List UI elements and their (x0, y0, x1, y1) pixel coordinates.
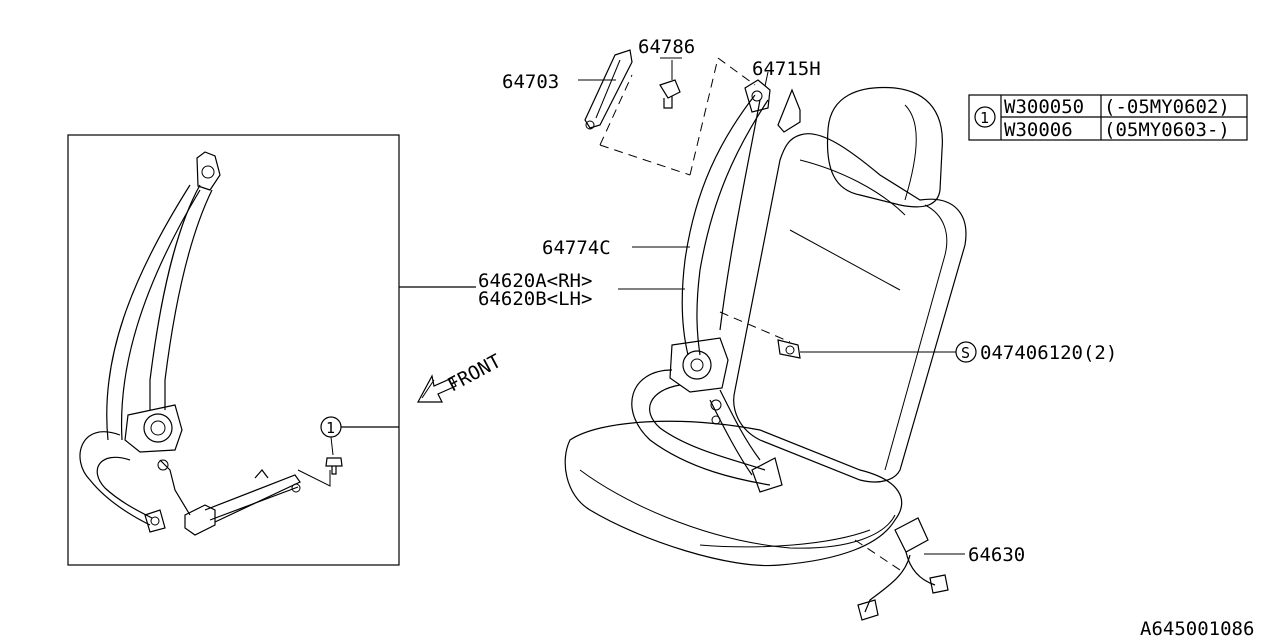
label-047406120: 047406120(2) (980, 342, 1117, 364)
seat-drawing (564, 79, 967, 621)
table-row-1-part: W300050 (1004, 96, 1084, 118)
front-arrow-icon (416, 374, 457, 403)
label-64786: 64786 (638, 36, 695, 58)
diagram-id: A645001086 (1140, 618, 1254, 640)
reference-table: 1 W300050 (-05MY0602) W30006 (05MY0603-) (968, 94, 1248, 141)
table-key: 1 (980, 109, 989, 127)
s-marker (955, 341, 977, 363)
upper-bracket-group (584, 49, 681, 130)
label-64620b: 64620B<LH> (478, 288, 592, 310)
table-row-1-range: (-05MY0602) (1104, 96, 1230, 118)
label-64630: 64630 (968, 544, 1025, 566)
table-row-2-part: W30006 (1004, 119, 1073, 141)
bolt-047406120-icon (777, 339, 801, 359)
table-row-2-range: (05MY0603-) (1104, 119, 1230, 141)
label-64620a: 64620A<RH> (478, 270, 592, 292)
front-label: FRONT (444, 350, 505, 396)
label-64774c: 64774C (542, 237, 611, 259)
inset-belt-assembly (79, 151, 343, 536)
callout-1-text: 1 (326, 419, 335, 437)
inset-frame (67, 134, 400, 566)
label-64703: 64703 (502, 71, 559, 93)
s-marker-text: S (961, 344, 970, 362)
label-64715h: 64715H (752, 58, 821, 80)
